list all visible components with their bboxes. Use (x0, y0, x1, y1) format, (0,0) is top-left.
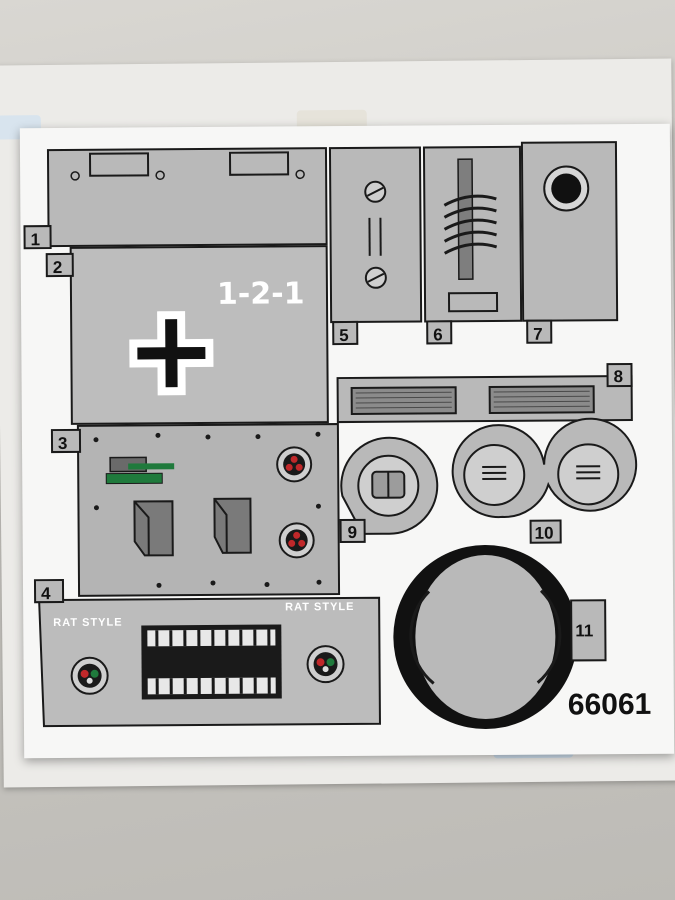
label-tab (526, 319, 553, 344)
label-tab (606, 363, 633, 388)
sticker-number-3: 3 (58, 434, 68, 453)
indicator-light (276, 446, 313, 483)
sticker-sheet: 1 2 5 6 7 (19, 123, 675, 759)
rivet (70, 171, 80, 181)
label-tab (45, 252, 74, 278)
display-panel (141, 624, 282, 700)
hatch-block (133, 500, 174, 557)
brand-text-left: RAT STYLE (53, 617, 122, 629)
hatch-block (213, 497, 252, 554)
label-tab (23, 225, 52, 250)
sticker-5-panel (328, 146, 423, 324)
label-tab (33, 578, 65, 604)
spring-coil (443, 194, 498, 255)
vehicle-marking: 1-2-1 (216, 276, 305, 312)
label-tab (50, 428, 82, 454)
rivet (295, 169, 305, 180)
sticker-number-8: 8 (613, 367, 623, 386)
sticker-number-10: 10 (535, 524, 554, 543)
label-tab (332, 320, 359, 346)
sticker-2-panel (69, 245, 329, 425)
sticker-1-slot (228, 151, 290, 176)
product-code: 66061 (567, 687, 652, 722)
sticker-1-slot (88, 152, 150, 177)
sticker-number-6: 6 (433, 325, 443, 344)
cross-emblem (129, 311, 214, 396)
port-hole (551, 173, 582, 204)
indicator-light (278, 522, 315, 559)
sticker-9: 9 (339, 436, 439, 544)
sticker-11: 11 (393, 545, 607, 730)
sticker-number-7: 7 (533, 325, 543, 344)
sticker-artwork: 1 2 5 6 7 (23, 141, 638, 730)
vent-grille (488, 385, 595, 415)
sticker-number-2: 2 (53, 258, 63, 277)
indicator-light (70, 656, 109, 695)
indicator-light (306, 645, 345, 684)
tank-silhouette (105, 456, 175, 485)
label-tab (426, 320, 453, 345)
sticker-number-1: 1 (31, 230, 41, 249)
brand-text-right: RAT STYLE (285, 601, 354, 613)
rivet (155, 170, 165, 181)
sticker-number-5: 5 (339, 326, 349, 345)
sticker-number-11: 11 (575, 621, 593, 640)
sticker-number-4: 4 (41, 584, 51, 603)
vent-grille (350, 386, 457, 415)
rivet-row (93, 431, 322, 588)
sticker-6-slot (447, 291, 499, 313)
sticker-1-panel (46, 147, 328, 248)
sticker-number-9: 9 (348, 523, 358, 542)
sticker-10: 10 (451, 417, 638, 544)
